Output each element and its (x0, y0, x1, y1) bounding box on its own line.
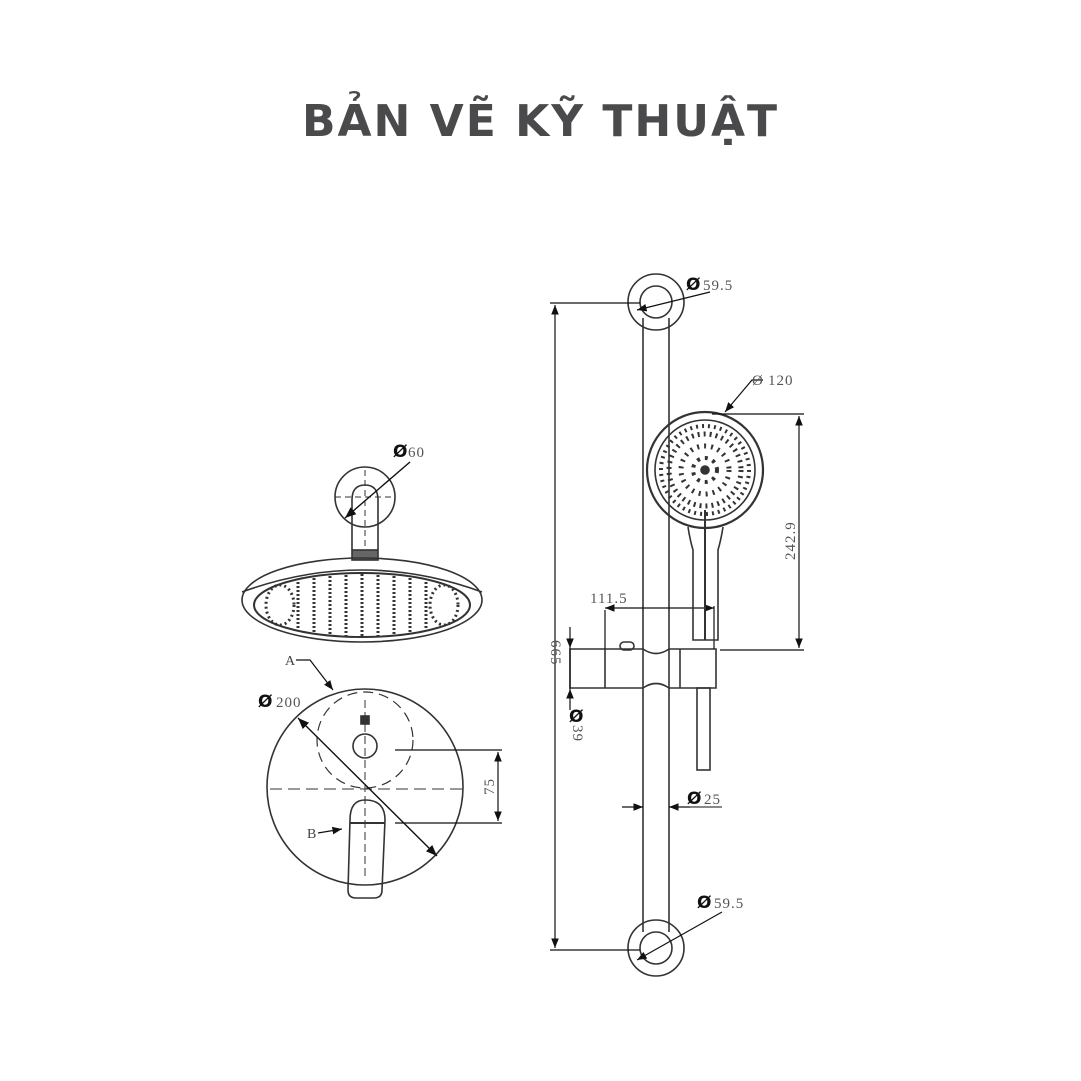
rain-head-outer (241, 557, 483, 643)
svg-text:665: 665 (547, 640, 563, 666)
svg-text:60: 60 (408, 445, 425, 461)
svg-text:Ø: Ø (258, 692, 272, 712)
diameter-symbol: Ø (393, 442, 407, 462)
dim-valve-plate: Ø 200 (258, 692, 438, 857)
svg-text:25: 25 (704, 792, 721, 808)
svg-text:120: 120 (768, 373, 794, 389)
dim-slider-height: Ø 39 (566, 627, 585, 742)
bottom-bracket (627, 919, 685, 977)
valve-plate (266, 688, 464, 886)
callout-b: B (307, 826, 343, 842)
hose-connector (696, 687, 711, 771)
callout-a: A (285, 654, 334, 691)
svg-text:59.5: 59.5 (703, 278, 733, 294)
dim-hand-head-diameter: Ø 120 (724, 373, 794, 413)
slider (569, 648, 717, 689)
svg-text:242.9: 242.9 (783, 521, 799, 560)
hand-shower (645, 410, 765, 641)
dim-total-height: 665 (547, 302, 640, 951)
svg-text:A: A (285, 654, 296, 669)
svg-text:39: 39 (569, 725, 585, 742)
svg-text:B: B (307, 827, 316, 842)
dim-slider-projection: 111.5 (590, 591, 715, 649)
dim-center-distance: 75 (395, 749, 502, 824)
svg-text:Ø: Ø (569, 707, 583, 727)
slide-rail (569, 273, 717, 977)
dim-flange-diameter: Ø 60 (344, 442, 425, 519)
dim-hand-height: 242.9 (712, 413, 804, 651)
overhead-shower (241, 466, 483, 643)
svg-text:75: 75 (482, 778, 498, 795)
mixer-valve (266, 688, 464, 899)
svg-text:59.5: 59.5 (714, 896, 744, 912)
page-title: BẢN VẼ KỸ THUẬT (301, 96, 780, 147)
svg-text:Ø: Ø (686, 275, 700, 295)
svg-text:111.5: 111.5 (590, 591, 628, 607)
svg-text:Ø: Ø (687, 789, 701, 809)
svg-text:200: 200 (276, 695, 302, 711)
dim-bottom-bracket: Ø 59.5 (636, 893, 744, 961)
top-bracket (627, 273, 685, 331)
dim-rail-diameter: Ø 25 (622, 789, 722, 811)
dim-top-bracket: Ø 59.5 (636, 275, 733, 312)
svg-text:Ø: Ø (752, 373, 764, 389)
svg-text:Ø: Ø (697, 893, 711, 913)
